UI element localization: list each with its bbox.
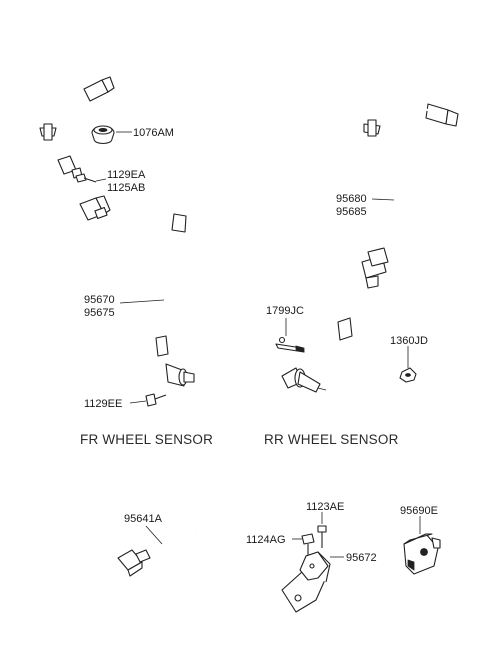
label-95675: 95675 [84,307,115,319]
rr-sensor-head [281,367,327,393]
label-1123ae: 1123AE [306,501,344,513]
rr-connector [425,103,459,127]
fr-bolt-upper [75,173,97,183]
rr-cable-clamp [361,247,389,289]
label-95672: 95672 [346,552,377,564]
fr-grommet-clip [91,125,115,145]
label-1360jd: 1360JD [390,335,428,347]
bolt-upper [317,525,327,548]
bolt-left [301,533,315,560]
rr-nut [399,367,417,383]
mounting-bracket [281,551,331,613]
leader-95680 [371,198,395,201]
rr-cable-sleeve [337,317,353,341]
fr-sensor-cable [41,93,188,377]
fr-lower-sleeve [155,335,169,357]
fr-sensor-head [165,363,195,387]
label-95685: 95685 [336,206,367,218]
leader-1129ea [95,178,107,182]
label-1129ee: 1129EE [84,398,122,410]
label-1129ea: 1129EA [107,169,146,181]
fr-cable-grommet [39,123,57,141]
label-1799jc: 1799JC [266,305,304,317]
label-95670: 95670 [84,294,115,306]
label-1124ag: 1124AG [246,534,286,546]
label-1125ab: 1125AB [107,182,145,194]
caption-rear: RR WHEEL SENSOR [264,432,399,447]
leader-95641a [145,525,163,545]
rr-sensor-cable [300,102,429,388]
extension-harness [117,532,197,577]
label-95680: 95680 [336,193,367,205]
caption-front: FR WHEEL SENSOR [80,432,213,447]
leader-95670 [119,299,165,304]
label-1076am: 1076AM [133,127,174,139]
leader-1129ee [129,400,147,404]
rr-wheel-sensor-assembly [281,102,459,393]
fr-cable-sleeve [171,213,187,233]
rr-cable-grommet [363,119,381,137]
label-95641a: 95641A [124,513,163,525]
fr-cable-bracket [57,155,83,179]
label-95690e: 95690E [400,505,438,517]
sensor-connector [403,533,441,575]
fr-bolt-lower [145,393,167,407]
rr-wire-clip [275,336,305,353]
fr-cable-clamp [79,195,111,221]
fr-wheel-sensor-assembly [39,76,195,387]
fr-connector [83,76,115,102]
